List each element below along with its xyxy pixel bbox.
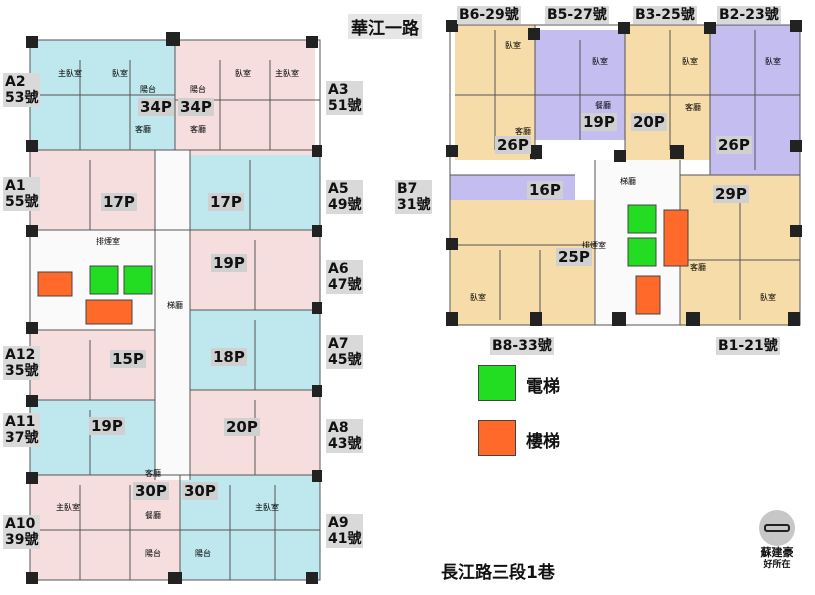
unit-a11-area xyxy=(30,400,155,480)
ping-b2: 26P xyxy=(716,136,752,154)
room-label: 客廳 xyxy=(145,469,161,478)
ping-b7: 16P xyxy=(527,181,563,199)
room-label: 排煙室 xyxy=(96,237,120,246)
b-stairs-2 xyxy=(635,275,661,315)
room-label: 客廳 xyxy=(690,263,706,272)
room-label: 主臥室 xyxy=(58,69,82,78)
ping-a8: 20P xyxy=(224,418,260,436)
ping-a2: 34P xyxy=(138,98,174,116)
corridor-a xyxy=(155,150,190,480)
room-label: 陽台 xyxy=(145,549,161,558)
room-label: 客廳 xyxy=(515,127,531,136)
a-stairs-2 xyxy=(85,299,133,325)
logo-name: 蘇建豪 xyxy=(760,546,794,559)
ping-b1: 29P xyxy=(713,185,749,203)
a-elevator-1 xyxy=(89,265,119,295)
unit-a5-area xyxy=(190,155,320,230)
unit-label-b3: B3-25號 xyxy=(633,6,697,24)
unit-label-b5: B5-27號 xyxy=(545,6,609,24)
ping-a5: 17P xyxy=(208,193,244,211)
room-label: 客廳 xyxy=(190,125,206,134)
ping-a10: 30P xyxy=(133,482,169,500)
ping-a11: 19P xyxy=(89,417,125,435)
room-label: 臥室 xyxy=(765,57,781,66)
building-a-core xyxy=(37,265,153,325)
room-label: 臥室 xyxy=(505,41,521,50)
ping-a7: 18P xyxy=(211,348,247,366)
building-a-columns xyxy=(26,32,322,584)
a-stairs-1 xyxy=(37,271,73,297)
logo-sub: 好所在 xyxy=(763,560,791,570)
avatar-icon xyxy=(759,510,795,546)
b-stairs-1 xyxy=(663,209,689,267)
room-label: 餐廳 xyxy=(595,101,611,110)
ping-a1: 17P xyxy=(101,193,137,211)
ping-a3: 34P xyxy=(178,98,214,116)
ping-b6: 26P xyxy=(495,136,531,154)
street-north: 華江一路 xyxy=(348,14,422,39)
room-label: 臥室 xyxy=(760,293,776,302)
room-label: 臥室 xyxy=(235,69,251,78)
unit-label-b2: B2-23號 xyxy=(717,6,781,24)
unit-label-b1: B1-21號 xyxy=(716,337,780,355)
room-label: 陽台 xyxy=(140,85,156,94)
room-label: 梯廳 xyxy=(620,177,636,186)
ping-a9: 30P xyxy=(182,482,218,500)
legend-stairs-swatch xyxy=(478,420,516,456)
building-b-columns xyxy=(446,20,802,326)
legend-stairs-label: 樓梯 xyxy=(526,432,560,452)
b-elevator-1 xyxy=(627,204,657,234)
unit-label-b6: B6-29號 xyxy=(457,6,521,24)
room-label: 客廳 xyxy=(135,125,151,134)
room-label: 主臥室 xyxy=(56,503,80,512)
unit-b3-area xyxy=(625,25,710,160)
street-south: 長江路三段1巷 xyxy=(438,558,558,583)
ping-b5: 19P xyxy=(581,113,617,131)
legend-elevator-swatch xyxy=(478,365,516,401)
building-b-core xyxy=(627,204,689,315)
room-label: 主臥室 xyxy=(255,503,279,512)
ping-a12: 15P xyxy=(110,350,146,368)
room-label: 臥室 xyxy=(112,69,128,78)
ping-b8: 25P xyxy=(556,248,592,266)
ping-a6: 19P xyxy=(211,254,247,272)
room-label: 臥室 xyxy=(470,293,486,302)
unit-a1-area xyxy=(30,150,155,230)
room-label: 陽台 xyxy=(195,549,211,558)
room-label: 主臥室 xyxy=(275,69,299,78)
room-label: 陽台 xyxy=(190,85,206,94)
unit-a3-area xyxy=(175,40,315,155)
room-label: 梯廳 xyxy=(167,301,183,310)
author-logo: 蘇建豪 好所在 xyxy=(748,510,806,580)
room-label: 客廳 xyxy=(685,103,701,112)
room-label: 餐廳 xyxy=(145,511,161,520)
b-elevator-2 xyxy=(627,237,657,267)
room-label: 臥室 xyxy=(592,57,608,66)
unit-label-b8: B8-33號 xyxy=(490,337,554,355)
room-label: 臥室 xyxy=(682,57,698,66)
room-label: 排煙室 xyxy=(582,241,606,250)
legend-elevator-label: 電梯 xyxy=(526,377,560,397)
ping-b3: 20P xyxy=(631,113,667,131)
a-elevator-2 xyxy=(123,265,153,295)
